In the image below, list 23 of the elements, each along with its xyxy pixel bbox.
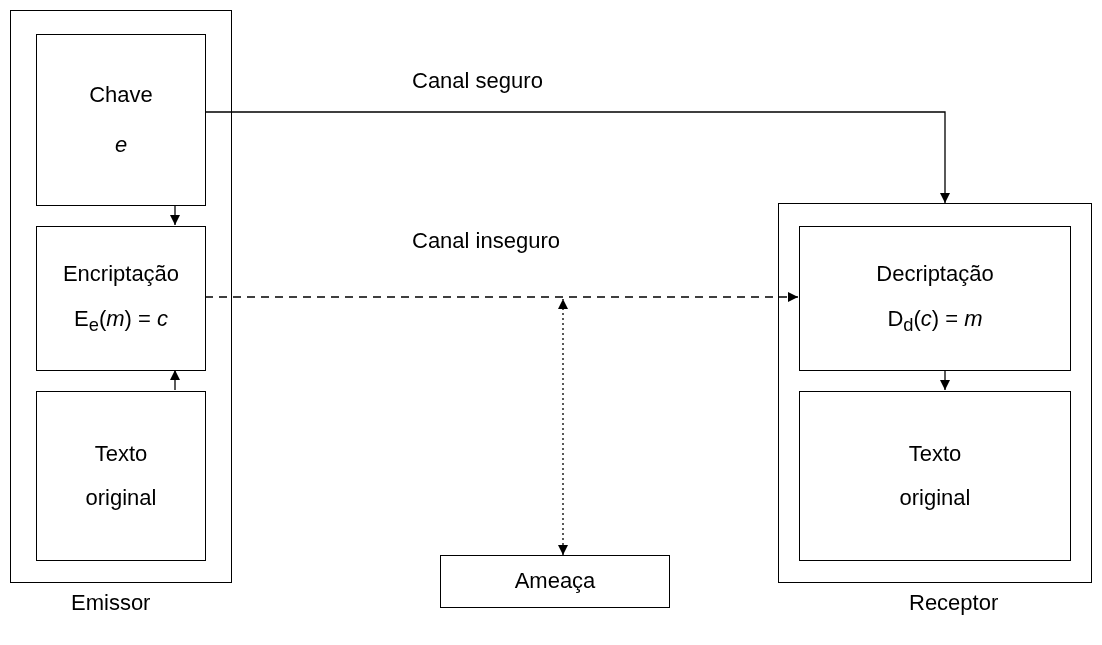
formula-text: D$_{d}$(c) = m [887,305,983,336]
encryption-box [36,226,206,371]
arrow [940,369,950,391]
arrow [170,204,180,226]
threat-box [440,555,670,608]
decryption-box [799,226,1071,371]
key-box [36,34,206,206]
arrow [558,298,568,556]
arrow [204,111,950,204]
arrow [170,369,180,391]
formula-text: E$_{e}$(m) = c [74,305,168,336]
box-title: Ameaça [514,568,596,595]
plaintext-box [36,391,206,561]
box-title: Encriptação [62,261,180,288]
box-title: Chave [89,81,153,108]
formula-text: e [114,132,128,159]
box-title: Decriptação [876,261,994,288]
plaintext-box [799,391,1071,561]
group-label: Receptor [909,590,999,616]
box-title: Texto original [84,440,158,512]
arrow [204,292,799,302]
group-label: Emissor [71,590,151,616]
box-title: Texto original [898,440,972,512]
